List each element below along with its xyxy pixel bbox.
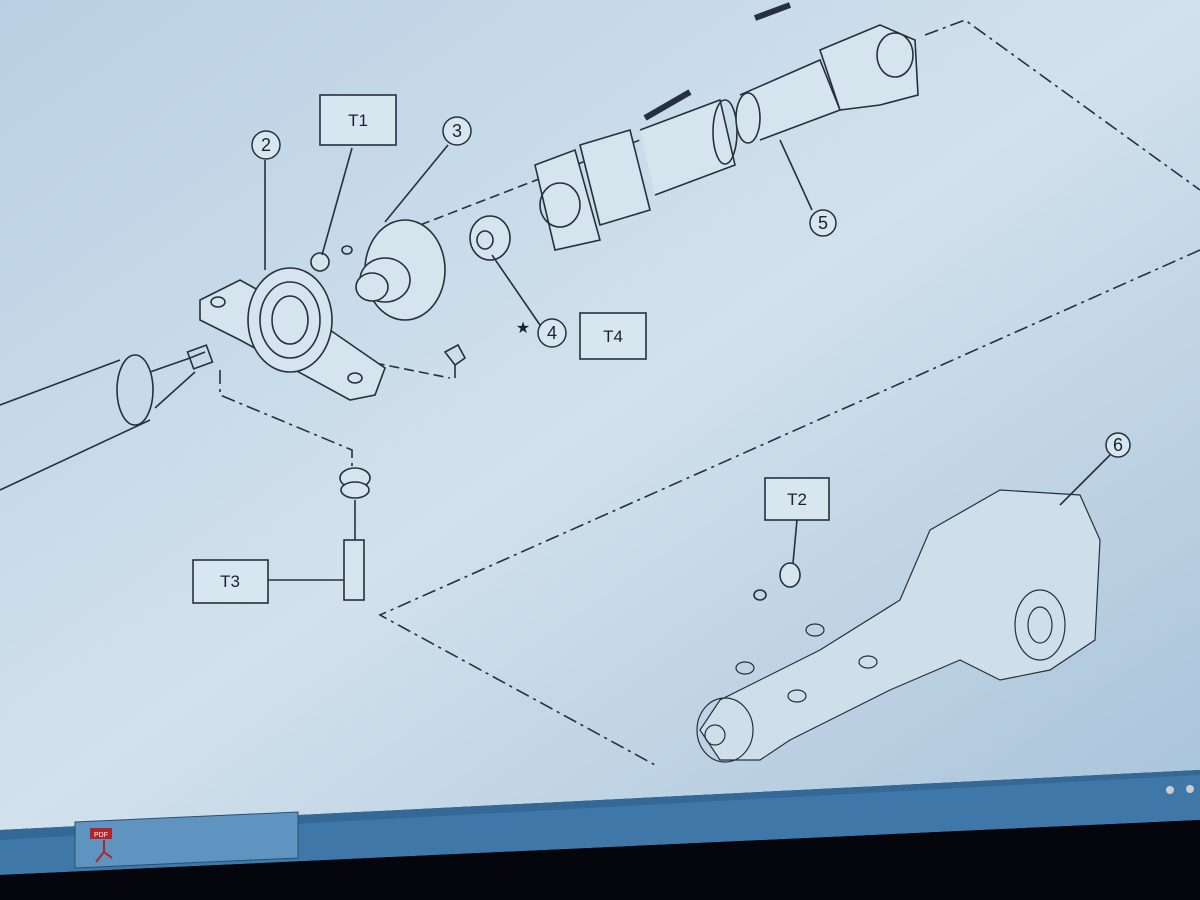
- mount-bolt-t3: [339, 467, 371, 601]
- callout-circle-5: [809, 209, 837, 237]
- callout-circle-3: [442, 116, 472, 146]
- label-t2: T2: [764, 477, 830, 521]
- part-number-6: 6: [1113, 435, 1123, 455]
- callout-circle-2: [251, 130, 281, 160]
- bolt-icon-2: [643, 89, 692, 121]
- washer-icon: [341, 245, 353, 255]
- lock-nut-part-4: [469, 215, 511, 261]
- callout-circle-4: [537, 318, 567, 348]
- svg-text:T2: T2: [787, 490, 807, 509]
- label-t1: T1: [319, 94, 397, 146]
- bolt-icon-3: [753, 2, 792, 21]
- tray-icon-2[interactable]: [1186, 785, 1194, 793]
- label-t3: T3: [192, 559, 269, 604]
- svg-text:T1: T1: [348, 111, 368, 130]
- flange-part-3: [355, 219, 446, 321]
- bolt-icon: [443, 343, 467, 378]
- taskbar-pdf-button[interactable]: [74, 811, 299, 869]
- label-t4: T4: [579, 312, 647, 360]
- washer-t2-icon: [753, 589, 767, 601]
- taskbar: [0, 775, 1200, 875]
- svg-text:T4: T4: [603, 327, 623, 346]
- rear-propeller-shaft-part-5: [735, 24, 919, 144]
- part-number-2: 2: [261, 135, 271, 155]
- tray-icon[interactable]: [1166, 786, 1174, 794]
- nut-icon: [310, 252, 330, 272]
- differential-part-6: [696, 489, 1101, 763]
- center-bearing-part-2: [199, 267, 386, 401]
- dashed-boundary-lower: [378, 249, 1200, 766]
- part-number-5: 5: [818, 213, 828, 233]
- svg-text:PDF: PDF: [94, 832, 108, 839]
- callout-circle-6: [1105, 432, 1131, 458]
- part-number-3: 3: [452, 121, 462, 141]
- svg-text:T3: T3: [220, 572, 240, 591]
- star-mark: ★: [516, 320, 530, 337]
- dashed-mount-line: [219, 370, 353, 470]
- pdf-icon: [90, 828, 112, 839]
- front-propeller-shaft: [0, 344, 214, 491]
- dashed-boundary-top: [924, 19, 1200, 191]
- universal-joint: [534, 98, 738, 251]
- diagram-canvas: [0, 0, 1200, 830]
- nut-t2-icon: [779, 562, 801, 588]
- part-number-4: 4: [547, 323, 557, 343]
- monitor-bezel: [0, 820, 1200, 900]
